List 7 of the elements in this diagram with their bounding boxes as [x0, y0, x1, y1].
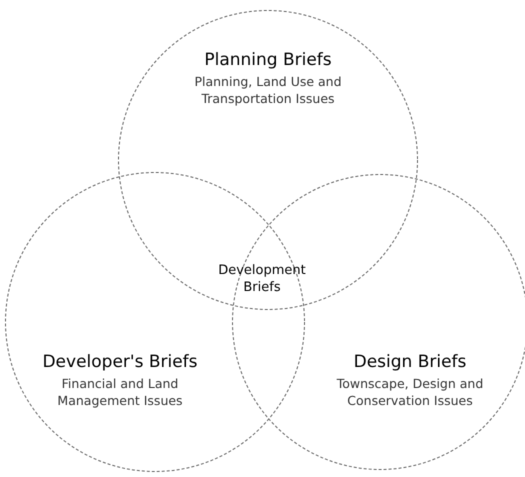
circle-description: Financial and Land Management Issues — [56, 375, 184, 409]
overlap-label: Development Briefs — [217, 262, 307, 296]
circle-heading: Planning Briefs — [203, 50, 333, 71]
circle-heading: Developer's Briefs — [41, 352, 199, 373]
circle-heading: Design Briefs — [352, 352, 468, 373]
circle-description: Planning, Land Use and Transportation Issues — [193, 73, 343, 107]
circle-description: Townscape, Design and Conservation Issues — [336, 375, 484, 409]
